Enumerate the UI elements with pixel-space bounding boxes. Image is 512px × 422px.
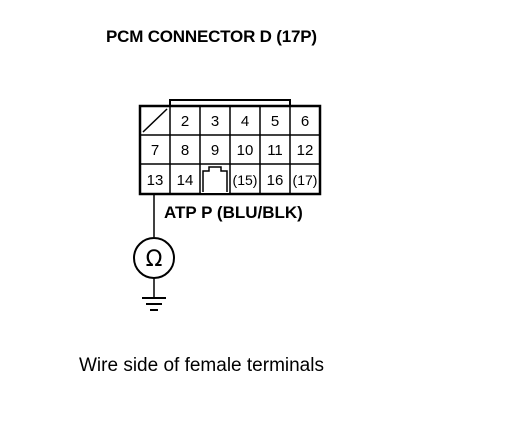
connector-key-notch [202, 166, 228, 192]
pin-7: 7 [151, 142, 159, 159]
pin-3: 3 [211, 113, 219, 130]
connector-lock-tab [169, 99, 291, 106]
pin-6: 6 [301, 113, 309, 130]
pin-14: 14 [177, 172, 194, 189]
pin-12: 12 [297, 142, 314, 159]
pin-5: 5 [271, 113, 279, 130]
connector-title: PCM CONNECTOR D (17P) [106, 27, 317, 46]
pin-4: 4 [241, 113, 249, 130]
unused-pin-slash [142, 108, 168, 133]
pin-10: 10 [237, 142, 254, 159]
pin-11: 11 [267, 142, 283, 159]
pin-13: 13 [147, 172, 164, 189]
ground-icon [142, 297, 166, 311]
wire-label: ATP P (BLU/BLK) [164, 203, 303, 222]
pin-9: 9 [211, 142, 219, 159]
pin-16: 16 [267, 172, 284, 189]
pin-17: (17) [293, 172, 318, 188]
pin-8: 8 [181, 142, 189, 159]
pin-15: (15) [233, 172, 258, 188]
ohm-icon: Ω [146, 247, 163, 272]
pin-2: 2 [181, 113, 189, 130]
caption: Wire side of female terminals [79, 355, 324, 376]
